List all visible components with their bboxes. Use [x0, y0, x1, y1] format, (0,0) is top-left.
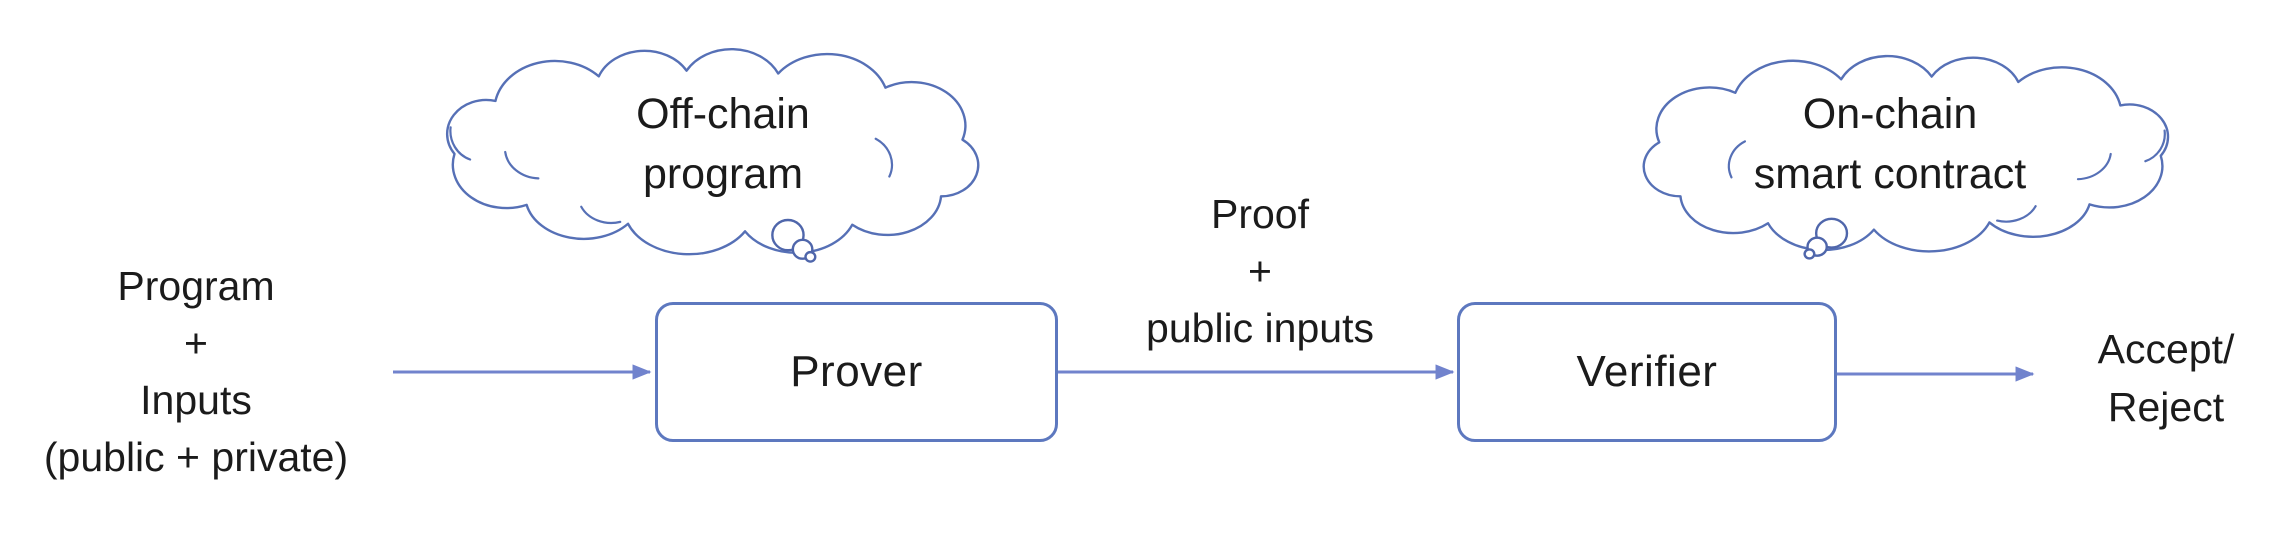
cloud-inner-arc: [2145, 131, 2164, 162]
thought-tail-bubble-small: [806, 252, 816, 261]
offchain-cloud-shape: [447, 49, 978, 261]
thought-tail-bubble-small: [1805, 249, 1815, 258]
onchain-cloud-line: smart contract: [1753, 150, 2027, 198]
cloud-inner-arc: [2078, 154, 2111, 179]
input-label-line: (public + private): [43, 434, 349, 480]
output-label-line: Reject: [2107, 384, 2225, 430]
cloud-inner-arc: [505, 152, 538, 178]
prover-box: Prover: [655, 302, 1058, 442]
offchain-cloud-line: Off-chain: [636, 90, 810, 138]
proof-label-line: +: [1248, 248, 1272, 294]
offchain-cloud-label: Off-chain program: [473, 84, 973, 204]
proof-label: Proof + public inputs: [1100, 186, 1420, 357]
cloud-body: [1644, 56, 2168, 251]
cloud-inner-arc: [1729, 141, 1745, 177]
verifier-box: Verifier: [1457, 302, 1837, 442]
verifier-label: Verifier: [1576, 347, 1718, 396]
input-label-line: Inputs: [140, 377, 252, 423]
input-label-line: +: [184, 320, 208, 366]
output-label: Accept/ Reject: [2016, 320, 2278, 436]
input-label-line: Program: [117, 263, 275, 309]
proof-label-line: Proof: [1211, 191, 1309, 237]
offchain-cloud-line: program: [642, 150, 804, 198]
output-label-line: Accept/: [2097, 326, 2235, 372]
onchain-cloud-label: On-chain smart contract: [1640, 84, 2140, 204]
input-label: Program + Inputs (public + private): [0, 258, 392, 486]
prover-label: Prover: [790, 347, 923, 396]
cloud-inner-arc: [876, 139, 892, 177]
onchain-cloud-shape: [1644, 56, 2168, 258]
cloud-inner-arc: [1997, 206, 2036, 221]
onchain-cloud-line: On-chain: [1802, 90, 1978, 138]
cloud-inner-arc: [581, 207, 620, 223]
cloud-inner-arc: [450, 127, 470, 159]
cloud-body: [447, 49, 978, 254]
proof-label-line: public inputs: [1146, 305, 1374, 351]
